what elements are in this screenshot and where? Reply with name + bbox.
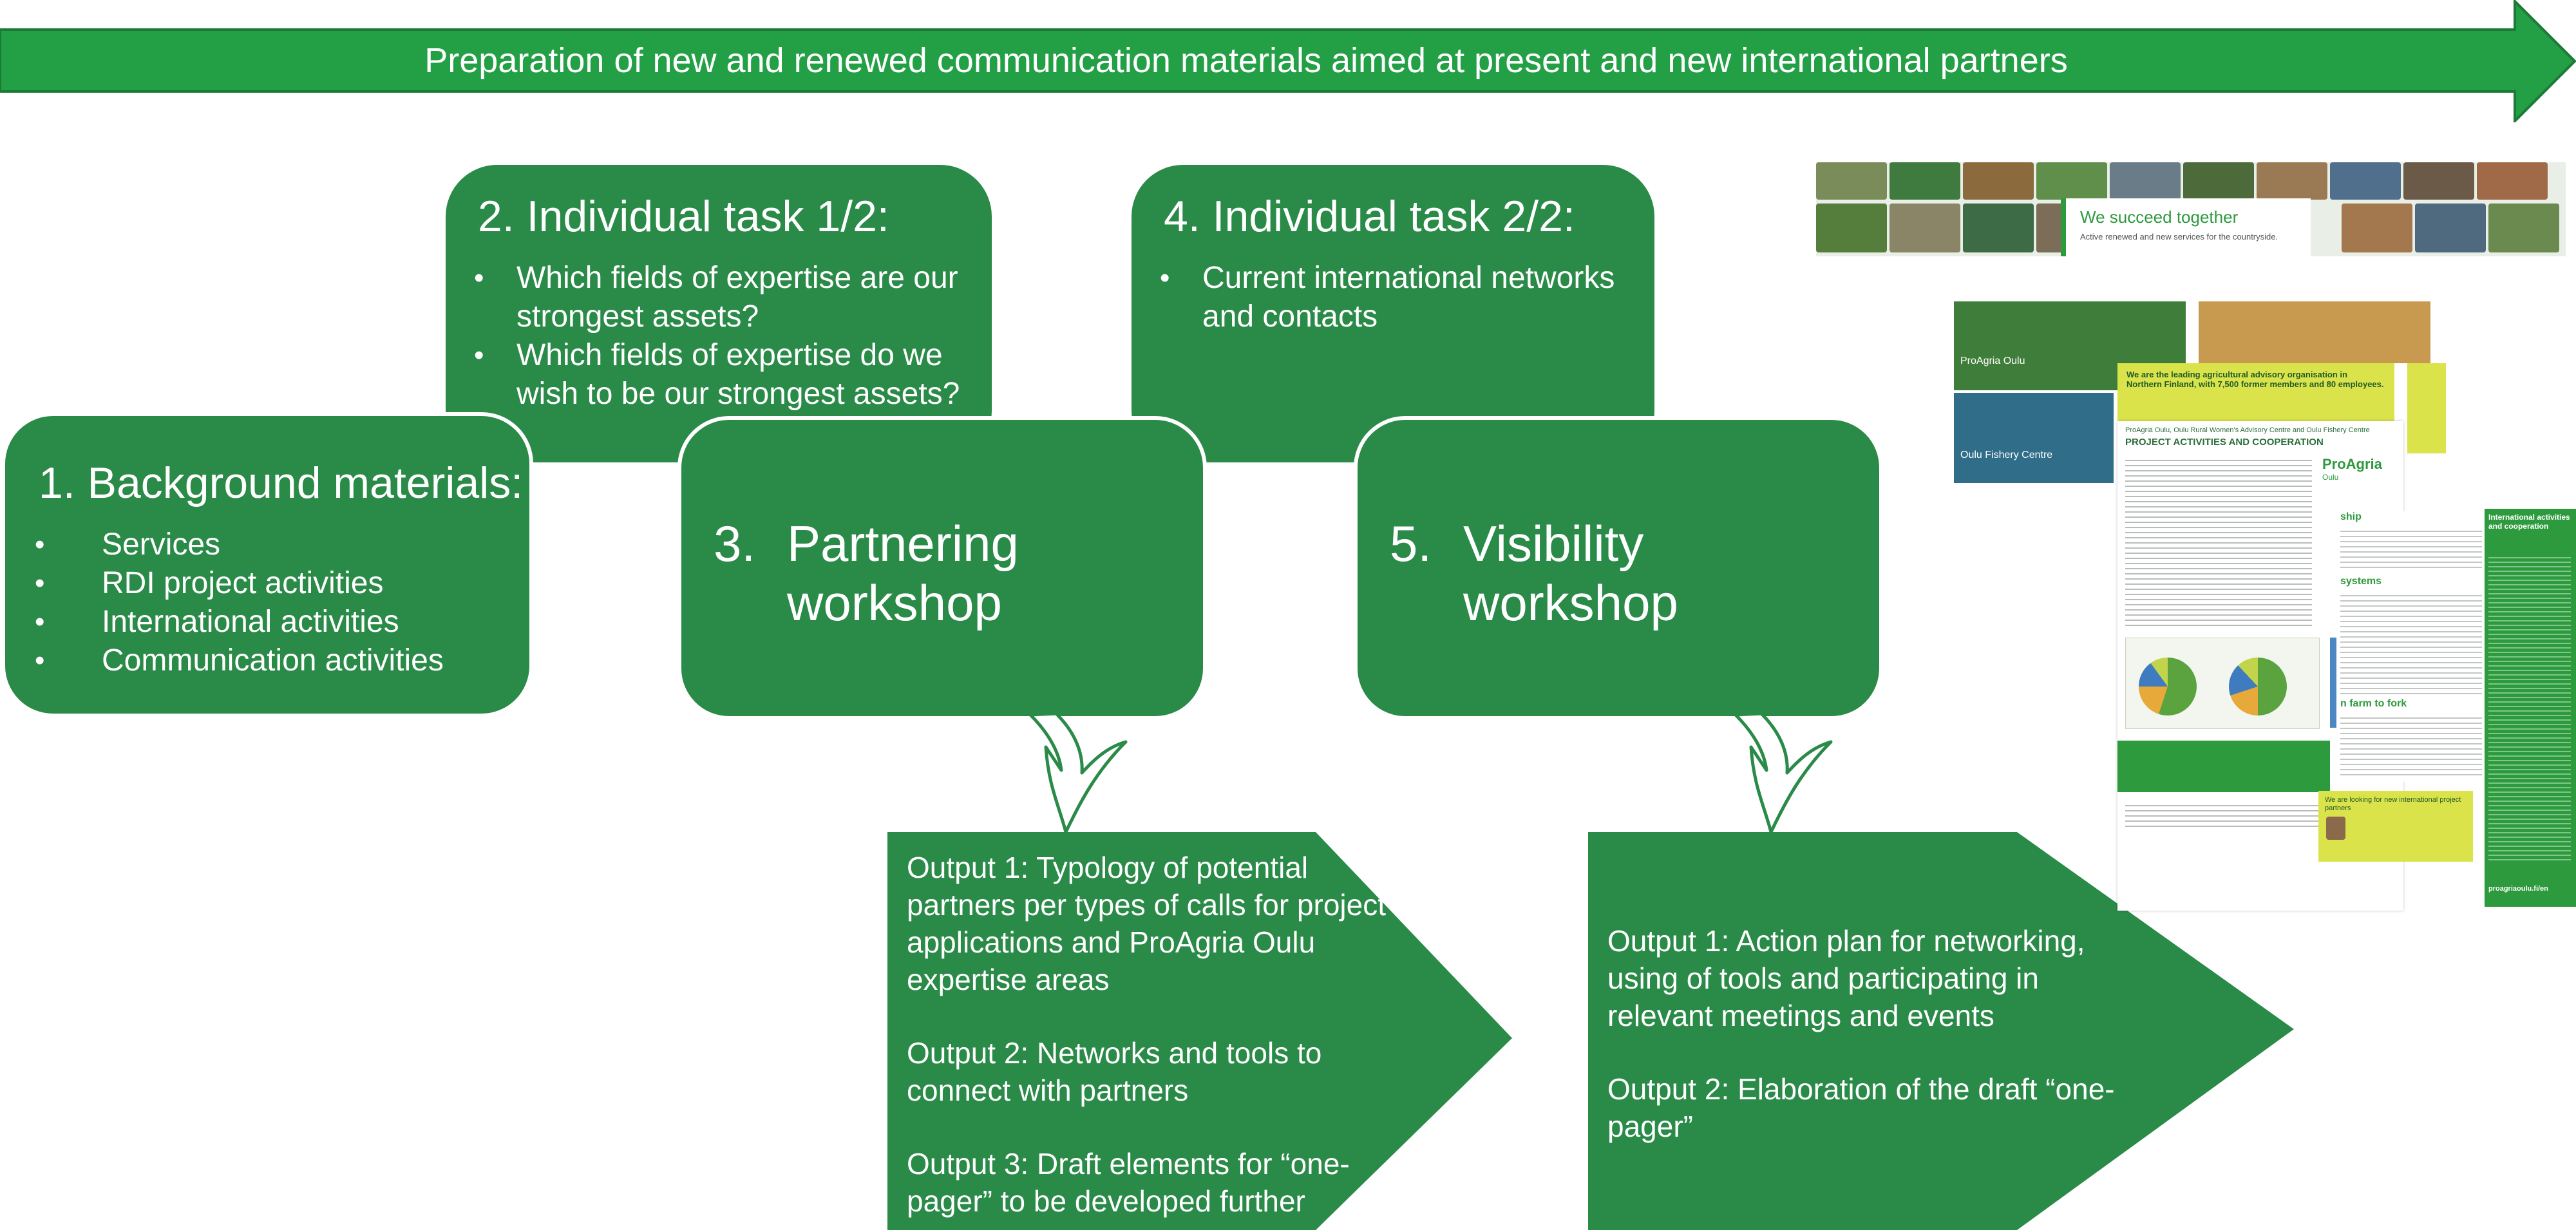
output-visibility-text: Output 1: Action plan for networking, us…	[1607, 922, 2123, 1145]
step3-box: 3. Partnering workshop	[677, 416, 1207, 720]
output-partnering-shape	[887, 832, 1512, 1230]
brochure-col-title: International activities and cooperation	[2488, 513, 2570, 531]
list-item: RDI project activities	[33, 564, 510, 603]
step1-title: 1. Background materials:	[39, 459, 524, 507]
step3-number: 3.	[714, 515, 756, 572]
brochure-logo: ProAgria	[2322, 456, 2382, 472]
output-visibility-shape	[1588, 832, 2294, 1230]
web-banner-headline: We succeed together	[2080, 207, 2239, 227]
list-item: Services	[33, 526, 510, 564]
brochure-leading-text: We are the leading agricultural advisory…	[2126, 370, 2384, 389]
banner-text: Preparation of new and renewed communica…	[424, 41, 2068, 80]
brochure-side-systems: systems	[2340, 576, 2382, 587]
brochure-side-farm: n farm to fork	[2340, 698, 2407, 709]
step4-box: 4. Individual task 2/2: Current internat…	[1132, 165, 1654, 462]
brochure-collage: ProAgria Oulu Oulu Fishery Centre We are…	[1954, 301, 2576, 920]
output-visibility-2: Output 2: Elaboration of the draft “one-…	[1607, 1072, 2115, 1143]
output-partnering-3: Output 3: Draft elements for “one-pager”…	[907, 1147, 1350, 1218]
step1-box: 1. Background materials: Services RDI pr…	[1, 412, 533, 717]
brochure-url: proagriaoulu.fi/en	[2488, 885, 2548, 893]
list-item: Communication activities	[33, 641, 510, 680]
step4-title: 4. Individual task 2/2:	[1164, 192, 1575, 241]
web-banner-subline: Active renewed and new services for the …	[2080, 232, 2278, 242]
step4-list: Current international networks and conta…	[1159, 259, 1622, 336]
step5-label: Visibility workshop	[1463, 515, 1678, 631]
connector-arrow-visibility	[1734, 712, 1833, 834]
web-banner-image: We succeed together Active renewed and n…	[1816, 162, 2566, 256]
output-visibility-1: Output 1: Action plan for networking, us…	[1607, 924, 2085, 1032]
list-item: Which fields of expertise are our strong…	[473, 259, 962, 336]
list-item: International activities	[33, 603, 510, 641]
brochure-side-ship: ship	[2340, 511, 2362, 522]
output-partnering-1: Output 1: Typology of potential partners…	[907, 851, 1386, 996]
brochure-subtitle: ProAgria Oulu, Oulu Rural Women's Adviso…	[2125, 426, 2370, 434]
brochure-logo-sub: Oulu	[2322, 473, 2339, 482]
step2-title: 2. Individual task 1/2:	[478, 192, 889, 241]
output-partnering-text: Output 1: Typology of potential partners…	[907, 849, 1396, 1220]
list-item: Current international networks and conta…	[1159, 259, 1622, 336]
banner-arrow	[0, 0, 2576, 122]
brochure-label-fishery: Oulu Fishery Centre	[1960, 450, 2053, 460]
connector-arrow-partnering	[1028, 712, 1128, 834]
output-partnering-2: Output 2: Networks and tools to connect …	[907, 1036, 1322, 1107]
list-item: Which fields of expertise do we wish to …	[473, 336, 962, 413]
step2-box: 2. Individual task 1/2: Which fields of …	[446, 165, 992, 462]
step2-list: Which fields of expertise are our strong…	[473, 259, 962, 413]
brochure-contact-text: We are looking for new international pro…	[2325, 796, 2461, 812]
brochure-label-proagria-oulu: ProAgria Oulu	[1960, 355, 2025, 366]
step5-number: 5.	[1390, 515, 1432, 572]
step1-list: Services RDI project activities Internat…	[33, 526, 510, 680]
brochure-heading: PROJECT ACTIVITIES AND COOPERATION	[2125, 437, 2324, 448]
step3-label: Partnering workshop	[787, 515, 1019, 631]
step5-box: 5. Visibility workshop	[1354, 416, 1883, 720]
